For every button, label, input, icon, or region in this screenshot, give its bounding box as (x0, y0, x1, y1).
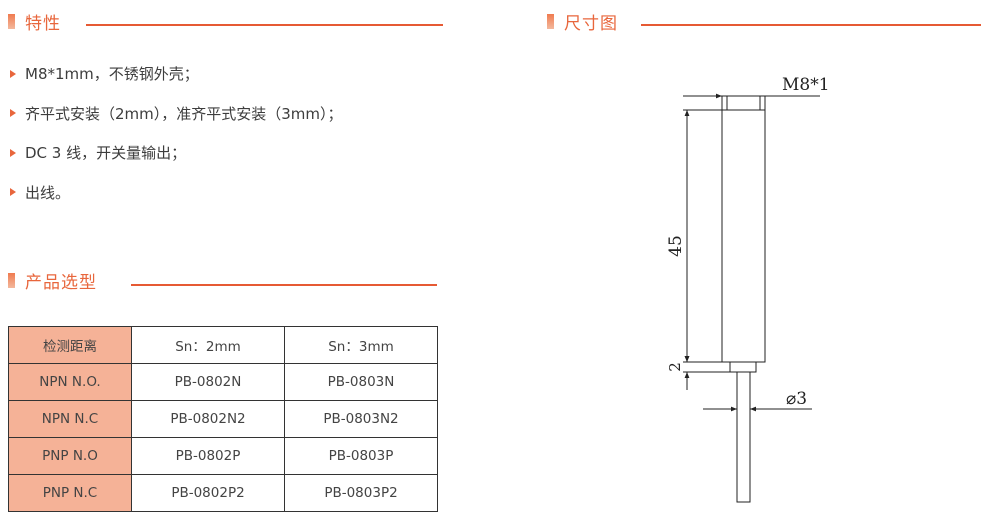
title-marker (8, 273, 15, 288)
table-row-label: NPN N.O. (8, 363, 132, 401)
dimensions-title-line (641, 24, 981, 26)
table-cell: PB-0803P (284, 437, 438, 475)
selection-title: 产品选型 (25, 273, 97, 293)
sensor-step (729, 361, 757, 373)
length-label: 45 (666, 235, 686, 257)
sensor-body (721, 95, 766, 363)
title-marker (8, 14, 15, 29)
table-row-label: PNP N.C (8, 474, 132, 512)
gap-label: 2 (666, 362, 684, 372)
table-header-cell: Sn：2mm (131, 326, 285, 364)
list-item: 齐平式安装（2mm），准齐平式安装（3mm）； (10, 94, 343, 134)
features-list: M8*1mm，不锈钢外壳； 齐平式安装（2mm），准齐平式安装（3mm）； DC… (10, 54, 343, 212)
list-item: DC 3 线，开关量输出； (10, 133, 343, 173)
sensor-cable (736, 371, 751, 503)
bullet-arrow-icon (10, 188, 16, 197)
selection-table: 检测距离 Sn：2mm Sn：3mm NPN N.O. PB-0802N PB-… (8, 326, 438, 512)
table-cell: PB-0802P (131, 437, 285, 475)
cable-diameter-label: ⌀3 (786, 389, 807, 409)
list-item: 出线。 (10, 173, 343, 213)
dimensions-title: 尺寸图 (564, 14, 618, 34)
features-header: 特性 (8, 9, 61, 34)
thread-label: M8*1 (782, 75, 830, 95)
table-row: NPN N.C PB-0802N2 PB-0803N2 (8, 400, 438, 438)
table-row-label: NPN N.C (8, 400, 132, 438)
table-cell: PB-0803N2 (284, 400, 438, 438)
table-cell: PB-0802N (131, 363, 285, 401)
bullet-arrow-icon (10, 148, 16, 157)
table-cell: PB-0803P2 (284, 474, 438, 512)
table-row: PNP N.O PB-0802P PB-0803P (8, 437, 438, 475)
table-row: PNP N.C PB-0802P2 PB-0803P2 (8, 474, 438, 512)
selection-header: 产品选型 (8, 268, 97, 293)
dimensions-header: 尺寸图 (547, 9, 618, 34)
list-item: M8*1mm，不锈钢外壳； (10, 54, 343, 94)
table-row-label: PNP N.O (8, 437, 132, 475)
table-row: NPN N.O. PB-0802N PB-0803N (8, 363, 438, 401)
table-header-row: 检测距离 Sn：2mm Sn：3mm (8, 326, 438, 364)
features-title: 特性 (25, 14, 61, 34)
title-marker (547, 14, 554, 29)
bullet-arrow-icon (10, 109, 16, 118)
table-header-cell: Sn：3mm (284, 326, 438, 364)
selection-title-line (131, 284, 437, 286)
features-title-line (86, 24, 443, 26)
bullet-arrow-icon (10, 69, 16, 78)
table-cell: PB-0802N2 (131, 400, 285, 438)
table-cell: PB-0802P2 (131, 474, 285, 512)
